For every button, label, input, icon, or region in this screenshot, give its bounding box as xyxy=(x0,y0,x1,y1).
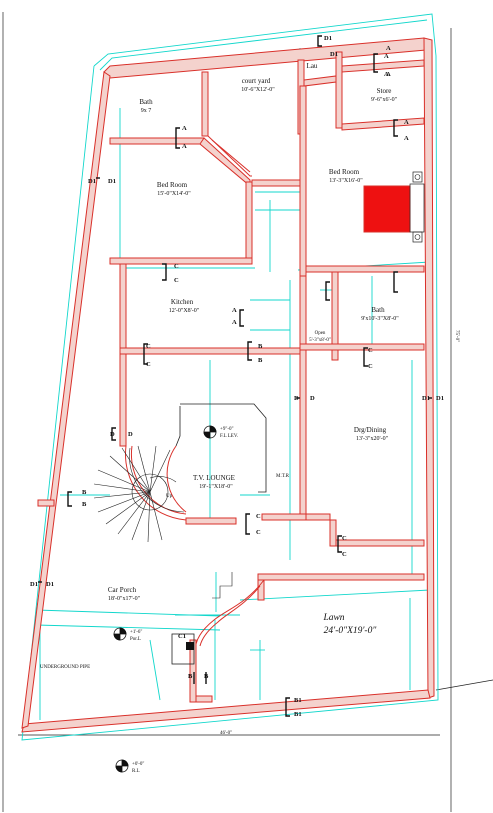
section-tag: C xyxy=(342,551,347,558)
section-tag: B1 xyxy=(294,697,302,704)
depth-dimension: 75'-0" xyxy=(454,330,459,342)
section-tag: D1 xyxy=(436,395,444,402)
section-tag: C xyxy=(368,363,373,370)
section-tag: A xyxy=(404,119,409,126)
section-tag: C xyxy=(174,263,179,270)
section-tag: B xyxy=(258,357,263,364)
room-label-bedroom-left: Bed Room xyxy=(157,181,188,189)
room-dim-lawn: 24'-0"X19'-0" xyxy=(324,626,378,636)
section-tag: B xyxy=(188,673,193,680)
section-tag: B xyxy=(258,343,263,350)
section-tag: C xyxy=(256,529,261,536)
room-label-drg-dining: Drg/Dining xyxy=(354,426,387,434)
level-label-road: R.L xyxy=(132,769,140,774)
room-label-car-porch: Car Porch xyxy=(108,586,137,594)
level-symbols xyxy=(113,425,217,773)
section-tag: A xyxy=(232,307,237,314)
section-tag: D xyxy=(128,431,133,438)
section-tag: D1 xyxy=(108,178,116,185)
section-tag: C xyxy=(146,361,151,368)
mtr-label: M.T.R xyxy=(276,474,290,479)
porch-steps-outline xyxy=(212,572,233,599)
room-dim-bedroom-right: 13'-3"X16'-0" xyxy=(329,178,363,184)
section-tag: A xyxy=(386,45,391,52)
level-value-porch: +1'-6" xyxy=(130,630,142,635)
room-label-lau: Lau xyxy=(307,62,318,70)
section-tag: D1 xyxy=(30,581,38,588)
room-dim-court-yard: 10'-6"X12'-0" xyxy=(241,87,275,93)
room-dim-bath-mid: 9'x10'-3"X8'-0" xyxy=(361,316,399,322)
stair-up-label: Up xyxy=(166,494,173,499)
section-tag: D1 xyxy=(88,178,96,185)
section-markers xyxy=(38,35,432,717)
room-dim-bedroom-left: 15'-0"X14'-0" xyxy=(157,191,191,197)
section-tag: C1 xyxy=(178,633,186,640)
section-tag: D xyxy=(310,395,315,402)
room-label-kitchen: Kitchen xyxy=(171,298,194,306)
section-tag: C xyxy=(368,347,373,354)
section-tag: C xyxy=(256,513,261,520)
section-tag: A xyxy=(386,71,391,78)
section-tag: C xyxy=(342,535,347,542)
room-label-court-yard: court yard xyxy=(242,77,271,85)
section-tag: A xyxy=(384,53,389,60)
section-tag: C xyxy=(146,343,151,350)
bed xyxy=(363,171,425,243)
section-tag: B xyxy=(82,489,87,496)
section-tag: D1 xyxy=(422,395,430,402)
room-dim-tv-lounge: 19'-1"X18'-0" xyxy=(199,484,233,490)
misc-annotations: M.T.R Up UNDERGROUND PIPE 46'-0" 75'-0" xyxy=(40,330,459,736)
section-tag: C xyxy=(174,277,179,284)
section-tag: D1 xyxy=(324,35,332,42)
room-label-bath-mid: Bath xyxy=(371,306,385,314)
courtyard-wall xyxy=(207,135,252,177)
spiral-stair-treads xyxy=(93,445,185,543)
section-tag: D1 xyxy=(46,581,54,588)
section-tag: D xyxy=(294,395,299,402)
level-labels: +9"-0" F.L LEV. +1'-6" Por.L +0'-0" R.L xyxy=(130,427,238,774)
level-value-lounge: +9"-0" xyxy=(220,427,234,432)
porch-steps xyxy=(195,579,265,647)
room-labels: Bath 9x 7 court yard 10'-6"X12'-0" Lau S… xyxy=(108,62,399,636)
room-dim-drg-dining: 13'-3"x20'-0" xyxy=(356,436,389,442)
room-label-bath-top: Bath xyxy=(139,98,153,106)
level-label-lounge: F.L LEV. xyxy=(220,434,238,439)
lounge-partition xyxy=(175,403,267,493)
room-dim-store: 9'-6"x6'-0" xyxy=(371,97,398,103)
level-value-road: +0'-0" xyxy=(132,762,144,767)
room-dim-car-porch: 18'-0"x17'-0" xyxy=(108,596,141,602)
room-label-tv-lounge: T.V. LOUNGE xyxy=(193,474,235,482)
cyan-grid-lines xyxy=(21,13,439,741)
room-label-open: Open xyxy=(315,331,326,336)
section-tag: A xyxy=(182,143,187,150)
section-tag: B xyxy=(82,501,87,508)
walls xyxy=(21,37,435,733)
room-label-store: Store xyxy=(377,87,392,95)
pipe-label: UNDERGROUND PIPE xyxy=(40,665,90,670)
room-dim-kitchen: 12'-0"X8'-0" xyxy=(169,308,200,314)
sheet-frame xyxy=(2,12,493,812)
section-tag: A xyxy=(384,71,389,78)
level-label-porch: Por.L xyxy=(130,637,141,642)
room-label-bedroom-right: Bed Room xyxy=(329,168,360,176)
room-dim-open: 5'-3"x8'-0" xyxy=(309,338,331,343)
section-tag: D1 xyxy=(330,51,338,58)
room-label-lawn: Lawn xyxy=(322,613,344,623)
room-dim-bath-top: 9x 7 xyxy=(141,108,152,114)
porch-column xyxy=(171,633,195,665)
section-tag: B1 xyxy=(294,711,302,718)
section-tag: A xyxy=(182,125,187,132)
section-tag: A xyxy=(404,135,409,142)
section-tag: A xyxy=(232,319,237,326)
section-tag: B xyxy=(204,673,209,680)
width-dimension: 46'-0" xyxy=(220,731,232,736)
section-tag: D xyxy=(110,431,115,438)
